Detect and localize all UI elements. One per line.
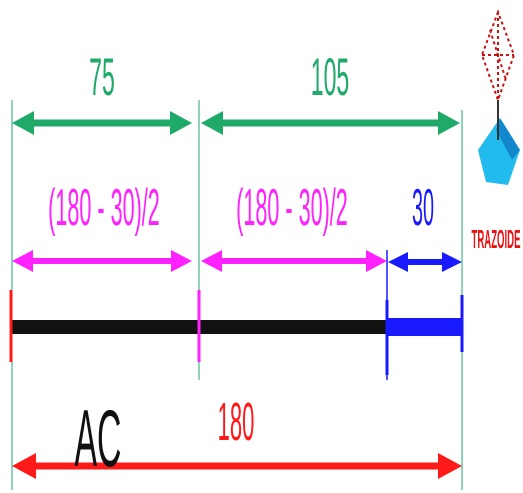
label-magenta-right: (180 - 30)/2	[236, 179, 348, 236]
label-30: 30	[412, 179, 434, 237]
dimension-magenta-left	[12, 250, 192, 272]
dimension-blue	[388, 252, 462, 272]
dimension-green-right	[201, 111, 460, 135]
caption-ac: AC	[75, 394, 122, 484]
label-75: 75	[89, 47, 115, 107]
logo-text: TRAZOIDE	[471, 227, 520, 255]
main-bar	[9, 290, 464, 375]
trazoide-logo: TRAZOIDE	[471, 9, 521, 255]
dimension-green-left	[12, 111, 192, 135]
logo-dotted-shape	[480, 9, 516, 103]
label-magenta-left: (180 - 30)/2	[48, 179, 160, 236]
label-180: 180	[218, 392, 255, 452]
bar-blue	[388, 318, 462, 336]
dimension-magenta-right	[201, 250, 387, 272]
dimension-red-total	[12, 453, 462, 479]
label-105: 105	[311, 47, 350, 107]
